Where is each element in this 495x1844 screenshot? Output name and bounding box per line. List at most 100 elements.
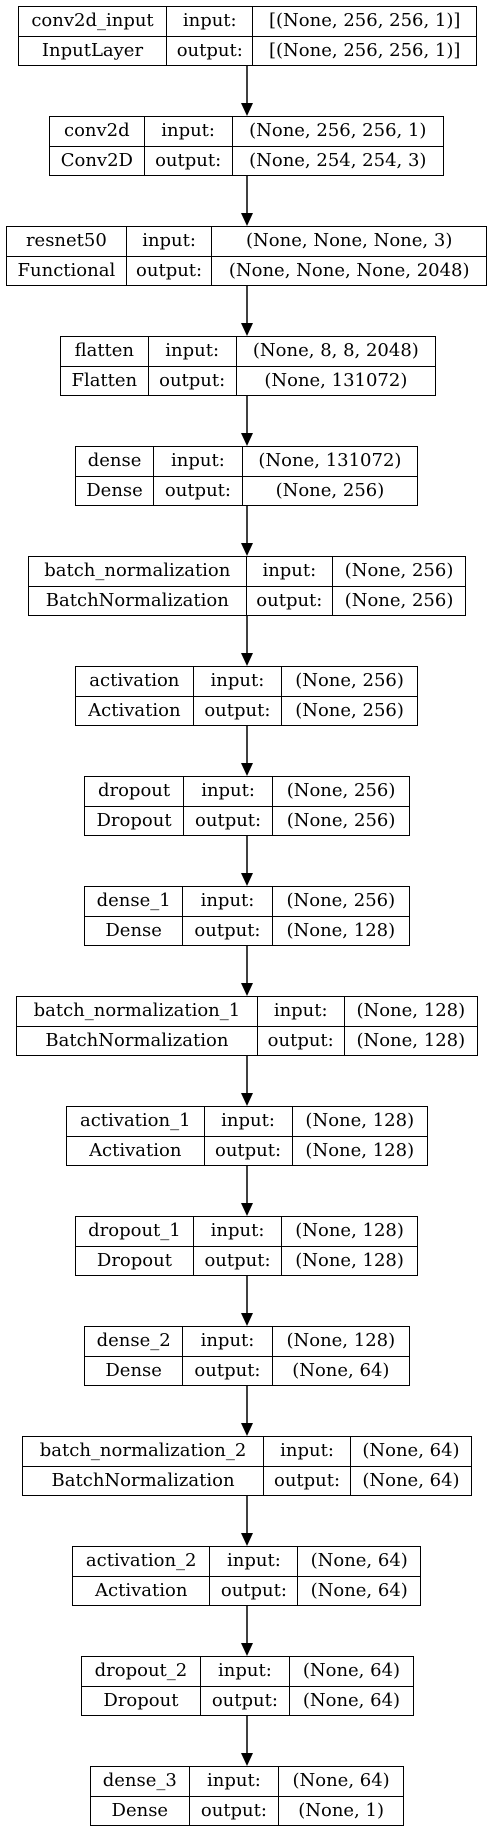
output-label: output: [263, 1465, 351, 1495]
input-label: input: [192, 1217, 283, 1247]
input-shape: (None, 64) [297, 1547, 420, 1577]
output-shape: (None, 128) [271, 915, 409, 945]
arrowhead-icon [241, 213, 253, 226]
input-label: input: [209, 1547, 299, 1577]
output-shape: (None, 64) [288, 1685, 413, 1715]
arrowhead-icon [241, 653, 253, 666]
input-shape: (None, 128) [343, 997, 477, 1027]
input-shape: (None, 64) [349, 1437, 471, 1467]
output-label: output: [165, 35, 254, 65]
arrowhead-icon [241, 763, 253, 776]
layer-type: Activation [76, 695, 194, 725]
layer-name: dropout_1 [76, 1217, 194, 1247]
arrowhead-icon [241, 983, 253, 996]
layer-type: Dropout [76, 1245, 194, 1275]
layer-name: flatten [61, 337, 149, 367]
input-label: input: [192, 667, 283, 697]
output-shape: (None, 128) [343, 1025, 477, 1055]
layer-name: conv2d_input [19, 7, 167, 37]
layer-type: Dropout [82, 1685, 201, 1715]
input-label: input: [183, 777, 274, 807]
output-label: output: [199, 1685, 290, 1715]
output-label: output: [182, 1355, 273, 1385]
arrowhead-icon [241, 103, 253, 116]
input-shape: (None, 128) [281, 1217, 417, 1247]
arrowhead-icon [241, 1423, 253, 1436]
input-label: input: [182, 1327, 273, 1357]
layer-name: activation_2 [73, 1547, 211, 1577]
input-label: input: [153, 447, 243, 477]
layer-type: Functional [7, 255, 127, 285]
output-shape: (None, 128) [291, 1135, 427, 1165]
layer-type: Dense [91, 1795, 190, 1825]
input-label: input: [263, 1437, 351, 1467]
layer-type: Dense [76, 475, 155, 505]
input-label: input: [203, 1107, 293, 1137]
layer-type: Dense [85, 915, 184, 945]
output-shape: (None, 256) [241, 475, 417, 505]
layer-name: batch_normalization_2 [23, 1437, 265, 1467]
output-label: output: [192, 695, 283, 725]
input-label: input: [147, 337, 237, 367]
layer-name: dense_2 [85, 1327, 184, 1357]
output-label: output: [256, 1025, 345, 1055]
output-shape: (None, 131072) [235, 365, 435, 395]
layer-name: dropout [85, 777, 185, 807]
arrowhead-icon [241, 1203, 253, 1216]
layer-name: resnet50 [7, 227, 127, 257]
arrowhead-icon [241, 433, 253, 446]
output-shape: (None, 64) [349, 1465, 471, 1495]
input-shape: (None, 128) [271, 1327, 409, 1357]
output-label: output: [192, 1245, 283, 1275]
arrowhead-icon [241, 1643, 253, 1656]
input-shape: (None, None, None, 3) [211, 227, 486, 257]
layer-type: Dropout [85, 805, 185, 835]
input-shape: (None, 128) [291, 1107, 427, 1137]
input-shape: (None, 8, 8, 2048) [235, 337, 435, 367]
layer-type: BatchNormalization [29, 585, 247, 615]
input-label: input: [143, 117, 233, 147]
output-shape: (None, 64) [271, 1355, 409, 1385]
output-shape: (None, 128) [281, 1245, 417, 1275]
arrowhead-icon [241, 873, 253, 886]
output-shape: [(None, 256, 256, 1)] [252, 35, 476, 65]
layer-name: dropout_2 [82, 1657, 201, 1687]
layer-name: batch_normalization_1 [17, 997, 258, 1027]
output-label: output: [147, 365, 237, 395]
input-shape: (None, 64) [278, 1767, 403, 1797]
input-label: input: [199, 1657, 290, 1687]
input-label: input: [125, 227, 213, 257]
output-shape: (None, None, None, 2048) [211, 255, 486, 285]
input-shape: [(None, 256, 256, 1)] [252, 7, 476, 37]
arrowhead-icon [241, 1093, 253, 1106]
output-label: output: [183, 805, 274, 835]
input-label: input: [182, 887, 273, 917]
input-label: input: [245, 557, 334, 587]
output-label: output: [153, 475, 243, 505]
layer-name: conv2d [50, 117, 145, 147]
layer-type: InputLayer [19, 35, 167, 65]
